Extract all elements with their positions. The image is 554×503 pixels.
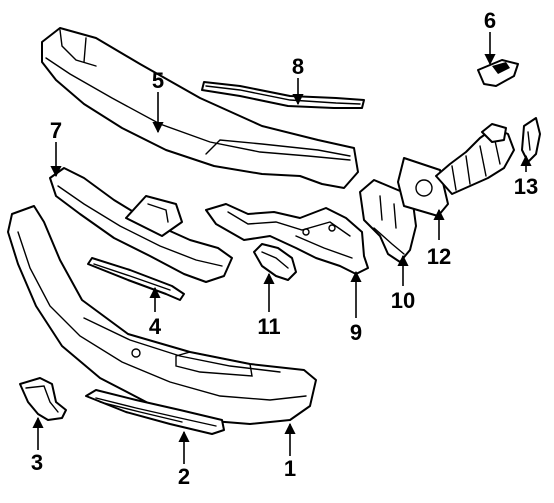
part-6-clip [477,59,519,87]
part-7-impact-bar [49,167,233,283]
callout-6: 6 [484,8,496,33]
callout-11: 11 [257,314,280,339]
callout-1: 1 [284,456,296,481]
callout-3: 3 [31,450,43,475]
callout-8: 8 [292,54,304,79]
part-11-small-bracket [253,243,297,281]
part-1-bumper-fascia [7,205,317,425]
part-8-molding-strip [201,81,365,109]
part-13-clip [521,117,541,163]
callout-2: 2 [178,464,190,489]
callout-12: 12 [427,244,451,269]
part-9-support-bracket [205,203,369,275]
part-5-upper-bumper-cover [41,27,359,189]
callout-10: 10 [391,288,415,313]
callout-9: 9 [350,320,362,345]
part-12-tow-hook-boot [397,123,515,217]
part-2-lower-molding [85,389,225,435]
callout-7: 7 [50,118,62,143]
part-3-corner-bracket [19,377,67,421]
callout-numbers: 1 2 3 4 5 6 7 8 9 10 11 12 13 [31,8,538,489]
leader-lines [32,32,532,464]
callout-4: 4 [149,314,162,339]
callout-5: 5 [152,68,164,93]
callout-13: 13 [514,174,538,199]
